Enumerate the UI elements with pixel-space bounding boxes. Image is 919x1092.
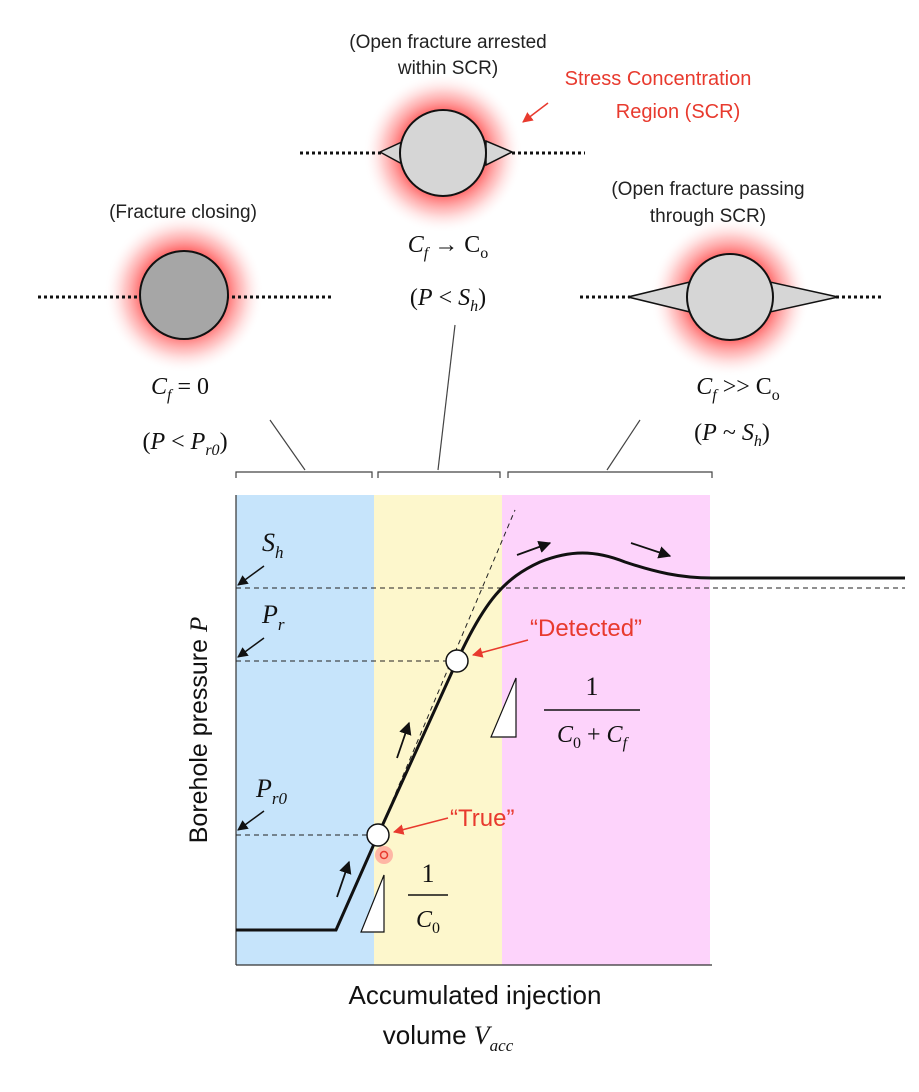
slope-triangle-upper — [490, 677, 517, 738]
slope-upper-numerator: 1 — [586, 672, 599, 701]
condition-right-compliance: Cf >> Co — [696, 374, 780, 404]
caption-arrested-line2: within SCR) — [397, 58, 498, 79]
x-axis-label-line1: Accumulated injection — [349, 980, 602, 1010]
slope-lower-denominator: C0 — [416, 907, 440, 937]
condition-left-pressure: (P < Pr0) — [142, 429, 227, 459]
condition-middle-pressure: (P < Sh) — [410, 285, 486, 315]
borehole — [686, 253, 774, 341]
level-arrow-pr — [237, 637, 265, 658]
borehole — [139, 250, 229, 340]
slope-lower-numerator: 1 — [422, 859, 435, 888]
wellbore-passing — [580, 217, 882, 377]
caption-scr-line2: Region (SCR) — [616, 101, 740, 123]
annotation-true: “True” — [450, 805, 514, 832]
true-point-highlight-core — [379, 850, 389, 860]
leader-line-left — [269, 419, 306, 471]
slope-upper-denominator: C0 + Cf — [557, 722, 630, 752]
annotation-detected-arrow — [471, 639, 529, 658]
detected-point-marker — [445, 649, 469, 673]
true-point-highlight — [375, 846, 393, 864]
scr-pointer-arrow — [522, 102, 549, 123]
plot: Sh Pr Pr0 “Detected” “True” 1 C0 + Cf 1 … — [235, 495, 905, 966]
leader-line-right — [606, 419, 641, 471]
caption-scr-line1: Stress Concentration — [565, 68, 752, 90]
caption-passing-line2: through SCR) — [650, 206, 766, 227]
wellbore-closing — [38, 213, 334, 373]
wellbore-arrested — [300, 73, 585, 233]
zone-passing — [502, 495, 710, 965]
direction-arrow — [516, 540, 552, 556]
condition-right-pressure: (P ~ Sh) — [694, 420, 770, 450]
bracket-closing — [235, 471, 373, 478]
x-axis-label-line2: volume Vacc — [383, 1020, 514, 1055]
direction-arrow — [336, 860, 352, 898]
direction-arrow — [630, 542, 672, 559]
level-label-pr0: Pr0 — [255, 774, 288, 808]
bracket-passing — [507, 471, 713, 478]
level-arrow-sh — [237, 565, 265, 586]
true-point-marker — [366, 823, 390, 847]
condition-left-compliance: Cf = 0 — [151, 374, 209, 404]
zone-closing — [236, 495, 374, 965]
annotation-detected: “Detected” — [530, 615, 642, 642]
direction-arrow — [396, 721, 412, 759]
annotation-true-arrow — [392, 817, 449, 835]
pressure-curve — [236, 551, 905, 932]
borehole — [399, 109, 487, 197]
caption-passing-line1: (Open fracture passing — [611, 179, 804, 200]
bracket-arrested — [377, 471, 501, 478]
condition-middle-compliance: Cf → Co — [408, 232, 488, 262]
zone-arrested — [374, 495, 502, 965]
y-axis-label: Borehole pressure P — [185, 617, 213, 844]
level-arrow-pr0 — [237, 810, 265, 831]
caption-arrested-line1: (Open fracture arrested — [349, 32, 546, 53]
caption-closing: (Fracture closing) — [109, 202, 257, 223]
leader-line-middle — [437, 324, 456, 471]
linear-trend-line — [377, 509, 516, 836]
slope-triangle-lower — [360, 874, 385, 933]
level-label-sh: Sh — [262, 528, 284, 562]
level-label-pr: Pr — [261, 600, 285, 634]
